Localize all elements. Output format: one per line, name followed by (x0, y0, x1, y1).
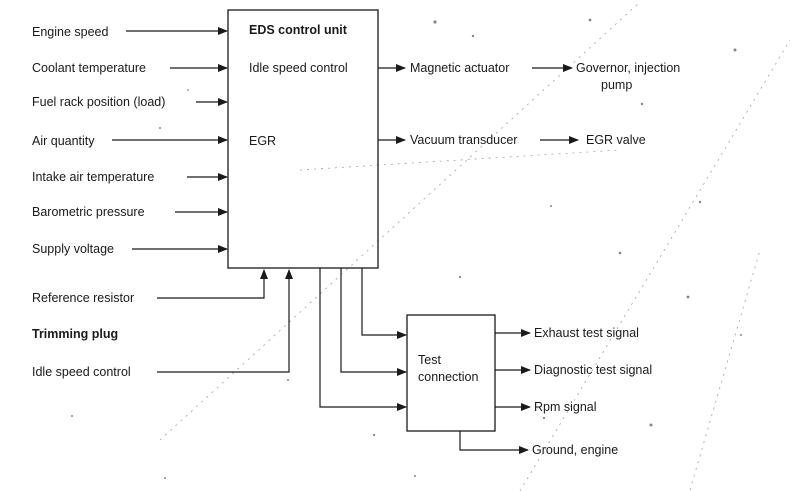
wire-rpm (319, 268, 407, 411)
eds-control-unit-box (227, 9, 379, 269)
wire-exhaust-test (361, 268, 407, 339)
wire-ground-engine (459, 431, 529, 454)
input-barometric-pressure: Barometric pressure (32, 205, 145, 219)
eds-control-unit-title: EDS control unit (249, 23, 348, 37)
input-intake-air-temperature: Intake air temperature (32, 170, 154, 184)
input-air-quantity: Air quantity (32, 134, 95, 148)
signal-rpm: Rpm signal (534, 400, 597, 414)
output-governor-line2: pump (601, 78, 632, 92)
test-connection-line2: connection (418, 370, 479, 384)
signal-diagnostic-test: Diagnostic test signal (534, 363, 652, 377)
eds-idle-speed-control: Idle speed control (249, 61, 348, 75)
wire-reference-resistor (157, 269, 268, 299)
input-supply-voltage: Supply voltage (32, 242, 114, 256)
input-coolant-temperature: Coolant temperature (32, 61, 146, 75)
input-engine-speed: Engine speed (32, 25, 109, 39)
test-connection-line1: Test (418, 353, 441, 367)
output-governor-line1: Governor, injection (576, 61, 680, 75)
trimming-plug-heading: Trimming plug (32, 327, 118, 341)
test-connection-box (406, 314, 496, 432)
signal-ground-engine: Ground, engine (532, 443, 618, 457)
output-egr-valve: EGR valve (586, 133, 646, 147)
signal-exhaust-test: Exhaust test signal (534, 326, 639, 340)
output-vacuum-transducer: Vacuum transducer (410, 133, 517, 147)
scan-noise (71, 1, 791, 491)
input-idle-speed-control: Idle speed control (32, 365, 131, 379)
wire-diagnostic-test (340, 268, 407, 376)
input-fuel-rack-position: Fuel rack position (load) (32, 95, 165, 109)
output-magnetic-actuator: Magnetic actuator (410, 61, 509, 75)
wire-idle-speed-control (157, 269, 293, 373)
input-reference-resistor: Reference resistor (32, 291, 134, 305)
eds-egr: EGR (249, 134, 276, 148)
